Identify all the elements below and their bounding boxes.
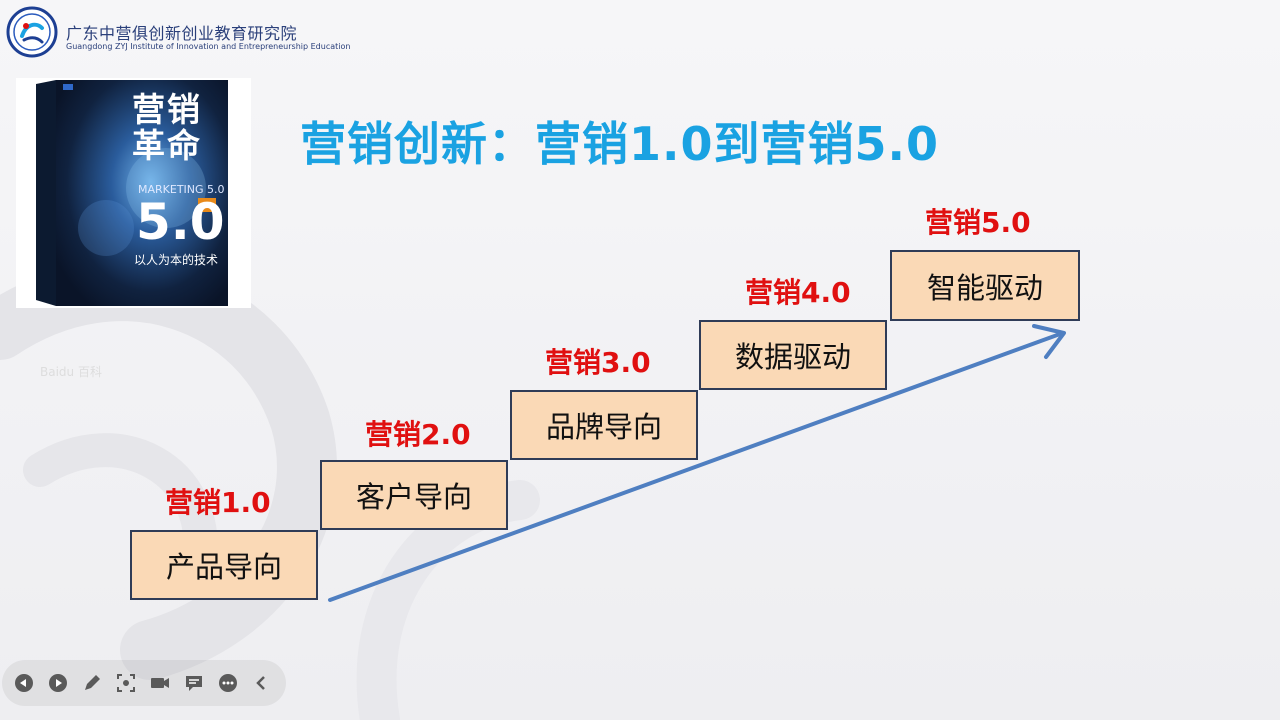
book-subtitle: MARKETING 5.0 bbox=[138, 183, 225, 196]
pen-icon[interactable] bbox=[80, 671, 104, 695]
step-label-1: 营销1.0 bbox=[165, 486, 271, 519]
book-tagline: 以人为本的技术 bbox=[134, 253, 219, 267]
step-box-4: 数据驱动 bbox=[699, 320, 887, 390]
step-label-2: 营销2.0 bbox=[365, 418, 471, 451]
step-box-2: 客户导向 bbox=[320, 460, 508, 530]
book-cover: Baidu 百科 bbox=[16, 78, 251, 379]
step-label-3: 营销3.0 bbox=[545, 346, 651, 379]
camera-icon[interactable] bbox=[148, 671, 172, 695]
book-watermark: Baidu 百科 bbox=[40, 365, 102, 379]
more-icon[interactable] bbox=[216, 671, 240, 695]
book-number: 5.0 bbox=[136, 193, 225, 251]
book-title: 营销 革命 bbox=[132, 90, 202, 165]
screenshot-icon[interactable] bbox=[114, 671, 138, 695]
prev-icon[interactable] bbox=[12, 671, 36, 695]
step-box-1: 产品导向 bbox=[130, 530, 318, 600]
book-cover-art bbox=[36, 80, 228, 306]
collapse-icon[interactable] bbox=[250, 671, 274, 695]
step-box-3: 品牌导向 bbox=[510, 390, 698, 460]
step-label-4: 营销4.0 bbox=[745, 276, 851, 309]
step-label-5: 营销5.0 bbox=[925, 206, 1031, 239]
presentation-toolbar bbox=[2, 660, 286, 706]
slide-title: 营销创新：营销1.0到营销5.0 bbox=[300, 117, 939, 171]
next-icon[interactable] bbox=[46, 671, 70, 695]
org-name-cn: 广东中营俱创新创业教育研究院 bbox=[66, 24, 298, 43]
step-box-5: 智能驱动 bbox=[890, 250, 1080, 321]
org-name-en: Guangdong ZYJ Institute of Innovation an… bbox=[66, 42, 351, 51]
comment-icon[interactable] bbox=[182, 671, 206, 695]
institute-logo bbox=[6, 6, 58, 58]
